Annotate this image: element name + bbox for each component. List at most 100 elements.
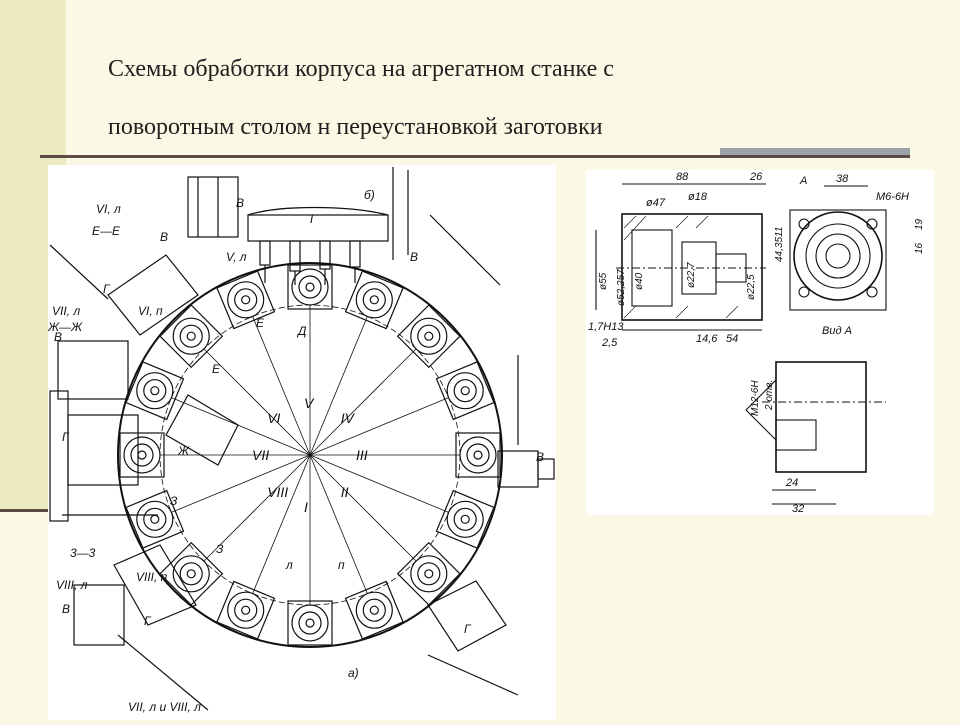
sector-line [309,316,368,456]
thread-m12: М12-6Н [750,380,761,416]
view-a-ring-1 [805,223,871,289]
label-caption-b: б) [364,188,375,202]
fixture-ring [369,605,379,615]
dim-16: 16 [914,242,925,254]
left-bar [49,390,69,522]
fixture-body [159,304,224,369]
fixture-body [396,541,461,606]
letter-v-ul: В [160,230,168,244]
fixture-ring [123,436,161,474]
mark-a: А [799,175,807,187]
lower-section-body [775,361,867,473]
dim-146: 14,6 [696,333,718,345]
letter-g-ul: Г [103,282,111,296]
fixture [125,361,185,421]
slide-title-line-1: Схемы обработки корпуса на агрегатном ст… [108,56,614,82]
fixture-ring [234,288,258,312]
part-detail-svg: 88 26 ø18 ø47 1,7Н13 2,5 14,6 54 А 38 М6… [588,171,925,515]
fixture-ring [172,555,210,593]
label-view-6p: VI, п [138,304,163,318]
label-caption-a: а) [348,666,359,680]
view-a-hole-1 [798,218,810,230]
left-mid-head [67,414,139,486]
fixture-ring [186,331,196,341]
fixture-ring [362,288,386,312]
fixture [396,541,461,606]
fixture-ring [298,611,322,635]
view-a-hole-3 [798,286,810,298]
slide-title-line-2: поворотным столом н переустановкой загот… [108,114,603,140]
position-label: II [341,484,349,500]
letter-g-top: Г [310,212,318,226]
letter-z-2: З [216,542,224,556]
dim-18: ø18 [688,191,708,203]
fixture [119,432,165,478]
dim-diagonal-ul [49,244,109,300]
thread-m6: М6-6Н [876,191,909,203]
letter-l: л [285,558,293,572]
lower-section-wedge [745,379,777,441]
dim-22: ø22,7 [686,262,697,288]
letter-e-1: Е [256,316,265,330]
fixture-ring [424,331,434,341]
dim-diagonal-lr [427,654,519,696]
lower-left-head [113,544,197,626]
part-detail-drawing: 88 26 ø18 ø47 1,7Н13 2,5 14,6 54 А 38 М6… [586,170,934,515]
fixture-ring [305,618,315,628]
spindle-1 [259,240,271,266]
fixture-body [125,361,185,421]
label-view-vl: V, л [226,250,247,264]
fixture-ring [410,555,448,593]
sector-line [309,454,449,513]
fixture-body [159,541,224,606]
right-head-body [497,450,539,488]
top-head-outline [247,206,389,216]
position-label: III [356,447,368,463]
view-a-hole-2 [866,218,878,230]
dim-54: 54 [726,333,738,345]
slide-title: Схемы обработки корпуса на агрегатном ст… [108,40,868,156]
fixture [435,361,495,421]
lower-right-head [427,580,507,652]
dim-diagonal-ll [117,634,209,711]
letter-d: Д [296,324,307,338]
fixture-ring [355,281,393,319]
fixture-ring [143,507,167,531]
sector-line [309,454,368,594]
fixture-body [435,489,495,549]
right-head-nose [537,458,555,480]
position-label: V [304,395,315,411]
dim-225: ø22,5 [746,274,757,300]
fixture-ring [369,295,379,305]
view-a-ring-2 [815,233,861,279]
holes-note: 2 отв. [764,380,775,411]
fixture-ring [291,604,329,642]
dim-17: 1,7Н13 [588,321,624,333]
fixture-body [119,432,165,478]
fixture [435,489,495,549]
section-hatching [623,215,739,319]
fixture [216,580,276,640]
letter-p: п [338,558,345,572]
fixture-ring [298,275,322,299]
fixture [455,432,501,478]
letter-v-right: В [536,450,544,464]
fixture-ring [473,450,483,460]
left-upper-head [57,340,129,400]
fixture-ring [460,514,470,524]
fixture-ring [305,282,315,292]
label-view-ee: Е—Е [92,224,121,238]
sector-line [252,316,311,456]
top-head-body [247,214,389,242]
letter-v-left: В [54,330,62,344]
letter-g-lr: Г [464,622,472,636]
letter-v-top: В [410,250,418,264]
position-label: VIII [267,484,288,500]
fixture-body [125,489,185,549]
title-rule-accent [720,148,910,155]
title-rule-left [40,155,580,158]
dim-52: ø52,257 [616,269,627,306]
fixture [287,264,333,310]
fixture [396,304,461,369]
